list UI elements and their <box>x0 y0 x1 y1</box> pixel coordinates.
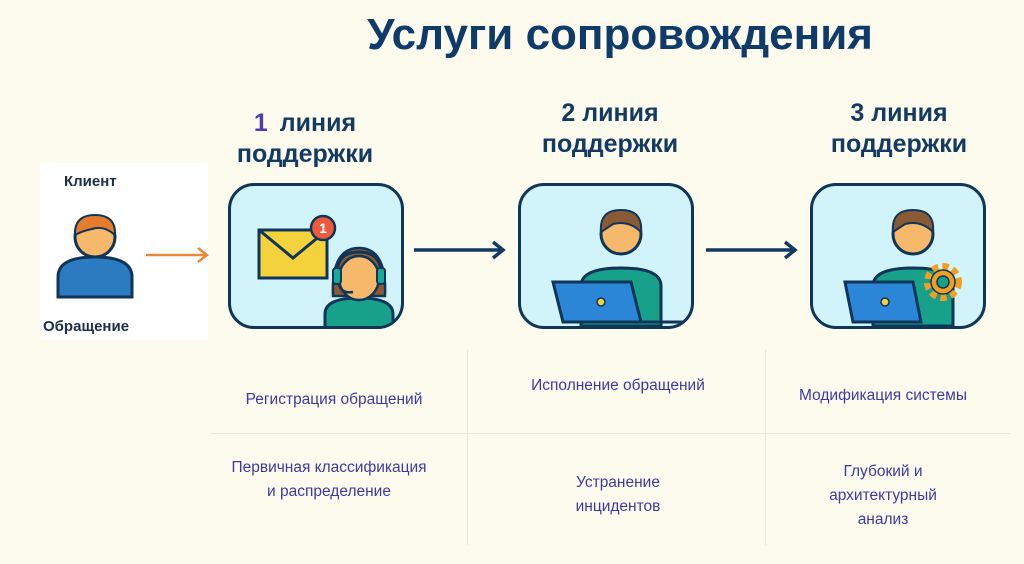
line-1-label2: поддержки <box>236 140 374 168</box>
line-2-illustration <box>518 183 694 329</box>
line-2-label2: поддержки <box>541 130 679 158</box>
task-cell: Первичная классификация и распределение <box>231 459 427 500</box>
notification-badge-icon <box>309 214 337 242</box>
client-person-icon <box>56 213 134 299</box>
request-label: Обращение <box>43 318 130 335</box>
engineer-gear-icon <box>843 208 962 326</box>
line-3-label: линия <box>871 99 948 127</box>
grid-divider <box>210 433 1010 434</box>
svg-text:1: 1 <box>319 220 327 236</box>
task-cell: Устранение инцидентов <box>575 474 661 515</box>
engineer-laptop-icon <box>551 208 683 326</box>
task-cell: Исполнение обращений <box>531 377 705 394</box>
grid-divider <box>765 350 766 545</box>
line-3-label2: поддержки <box>830 130 968 158</box>
task-cell: Регистрация обращений <box>245 391 423 408</box>
line-1-number: 1 <box>253 109 268 137</box>
client-label: Клиент <box>64 173 117 190</box>
arrow-orange-icon <box>146 247 210 263</box>
gear-icon <box>924 263 962 301</box>
page-title: Услуги сопровождения <box>367 10 873 59</box>
arrow-right-icon <box>414 240 506 260</box>
client-panel: Клиент Обращение <box>40 163 208 340</box>
line-2-label: линия <box>582 99 659 127</box>
line-3-number: 3 <box>850 99 865 127</box>
line-2-heading: 2 линия поддержки <box>490 98 730 160</box>
line-3-heading: 3 линия поддержки <box>779 98 1019 160</box>
grid-divider <box>467 350 468 545</box>
line-1-label: линия <box>279 109 357 137</box>
line-1-illustration: 1 <box>228 183 404 329</box>
line-2-number: 2 <box>561 99 576 127</box>
line-3-illustration <box>810 183 986 329</box>
operator-headset-icon <box>323 246 395 326</box>
task-cell: Глубокий и архитектурный анализ <box>829 463 937 528</box>
task-cell: Модификация системы <box>799 387 967 404</box>
arrow-right-icon <box>706 240 798 260</box>
line-1-heading: 1 линия поддержки <box>185 108 425 170</box>
